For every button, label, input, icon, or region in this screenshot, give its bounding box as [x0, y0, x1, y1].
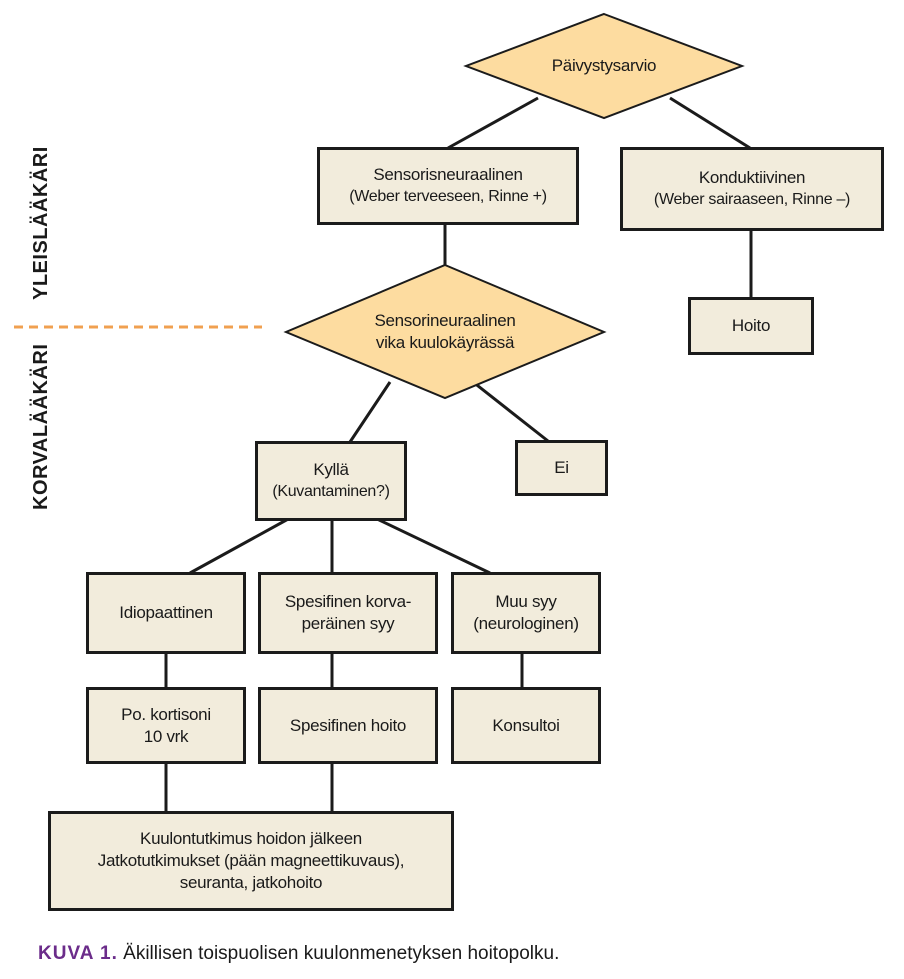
connector-vika-ei [472, 380, 549, 443]
kylla-line1: Kyllä [313, 460, 349, 479]
node-konduktiivinen: Konduktiivinen (Weber sairaaseen, Rinne … [620, 147, 884, 231]
node-paivystysarvio-text: Päivystysarvio [506, 48, 702, 84]
diamond-vika [283, 263, 607, 400]
node-vika-text: Sensorineuraalinen vika kuulokäyrässä [320, 308, 570, 356]
node-sensorisneuraalinen: Sensorisneuraalinen (Weber terveeseen, R… [317, 147, 579, 225]
paivystysarvio-label: Päivystysarvio [551, 56, 657, 75]
idiopaattinen-label: Idiopaattinen [119, 603, 213, 622]
kuulontutkimus-line3: seuranta, jatkohoito [179, 873, 323, 892]
spesifinen-syy-line1: Spesifinen korva- [284, 592, 412, 611]
kylla-line2: (Kuvantaminen?) [272, 483, 390, 500]
hoito-label: Hoito [731, 316, 771, 335]
ei-label: Ei [554, 458, 569, 477]
kuulontutkimus-line2: Jatkotutkimukset (pään magneettikuvaus), [97, 851, 405, 870]
sensoris-line1: Sensorisneuraalinen [373, 165, 523, 184]
konsultoi-label: Konsultoi [492, 715, 560, 735]
connector-kylla-muusyy [374, 516, 491, 575]
node-hoito: Hoito [688, 297, 814, 355]
kortisoni-line1: Po. kortisoni [121, 704, 211, 724]
vika-line1: Sensorineuraalinen [374, 311, 516, 330]
side-label-upper: YLEISLÄÄKÄRI [30, 146, 52, 300]
konduktiivinen-line1: Konduktiivinen [698, 168, 806, 187]
kortisoni-line2: 10 vrk [143, 726, 189, 746]
muu-syy-line1: Muu syy [495, 592, 557, 611]
connector-arvio-konduktiivinen [669, 96, 751, 150]
spesifinen-syy-line2: peräinen syy [301, 614, 395, 633]
diamond-paivystysarvio [463, 12, 745, 120]
konduktiivinen-line2: (Weber sairaaseen, Rinne –) [653, 191, 851, 208]
caption-text: Äkillisen toispuolisen kuulonmenetyksen … [123, 943, 560, 964]
node-ei: Ei [515, 440, 608, 496]
kuulontutkimus-line1: Kuulontutkimus hoidon jälkeen [140, 829, 362, 848]
vika-line2: vika kuulokäyrässä [375, 333, 515, 352]
node-kuulontutkimus: Kuulontutkimus hoidon jälkeen Jatkotutki… [48, 811, 454, 911]
connectors [164, 96, 753, 812]
spesifinen-hoito-label: Spesifinen hoito [289, 715, 407, 735]
muu-syy-line2: (neurologinen) [473, 614, 579, 633]
node-idiopaattinen: Idiopaattinen [86, 572, 246, 654]
connector-vika-kylla [348, 381, 392, 443]
connector-kylla-idiopaattinen [189, 516, 291, 575]
side-label-lower: KORVALÄÄKÄRI [30, 343, 52, 510]
node-konsultoi: Konsultoi [451, 687, 601, 764]
node-spesifinen-hoito: Spesifinen hoito [258, 687, 438, 764]
connector-arvio-sensoris [447, 96, 539, 150]
node-kortisoni: Po. kortisoni 10 vrk [86, 687, 246, 764]
node-muu-syy: Muu syy (neurologinen) [451, 572, 601, 654]
caption-label: KUVA 1. [38, 943, 118, 964]
node-spesifinen-syy: Spesifinen korva- peräinen syy [258, 572, 438, 654]
sensoris-line2: (Weber terveeseen, Rinne +) [349, 188, 547, 205]
node-kylla: Kyllä (Kuvantaminen?) [255, 441, 407, 521]
figure-caption: KUVA 1. Äkillisen toispuolisen kuulonmen… [38, 943, 559, 965]
